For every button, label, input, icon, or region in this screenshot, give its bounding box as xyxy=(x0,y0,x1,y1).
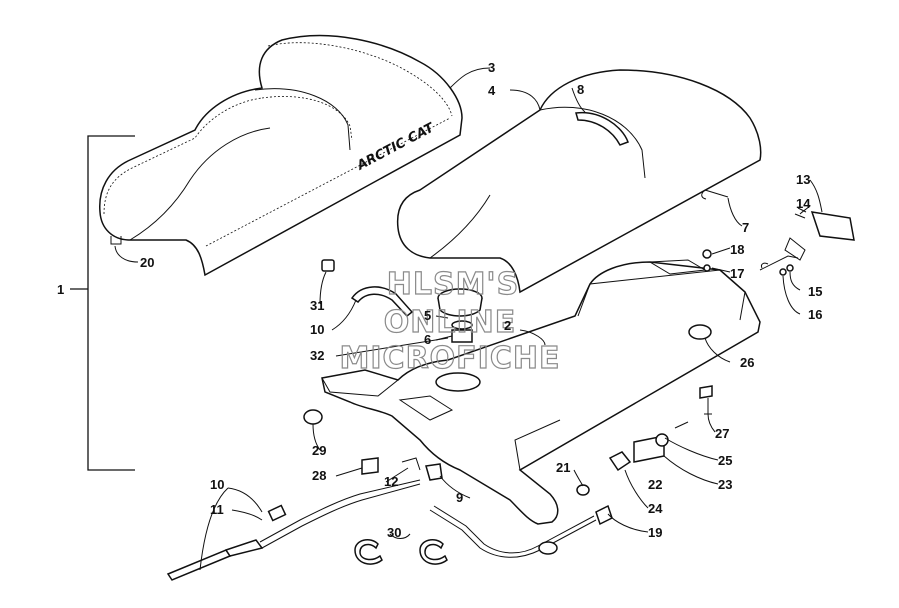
grommet xyxy=(576,484,590,496)
watermark-line-1: HLSM'S xyxy=(387,267,519,302)
callout-10-lower: 10 xyxy=(210,477,224,492)
seat-clip xyxy=(110,236,122,245)
callout-32: 32 xyxy=(310,348,324,363)
callout-18: 18 xyxy=(730,242,744,257)
callout-4: 4 xyxy=(488,83,496,98)
fuel-cable xyxy=(429,504,613,558)
callout-3: 3 xyxy=(488,60,495,75)
seat-cover: ARCTIC CAT xyxy=(99,34,463,277)
callout-25: 25 xyxy=(718,453,732,468)
fuel-line xyxy=(166,479,421,581)
callout-2: 2 xyxy=(504,318,511,333)
bracket-parts xyxy=(608,421,689,472)
callout-26: 26 xyxy=(740,355,754,370)
watermark-line-2: ONLINE xyxy=(384,305,517,340)
assembly-bracket xyxy=(70,135,135,471)
seat-hook xyxy=(701,189,729,200)
callout-13: 13 xyxy=(796,172,810,187)
callout-20: 20 xyxy=(140,255,154,270)
hose-clip xyxy=(321,259,335,272)
left-hardware xyxy=(303,409,443,481)
washer-right xyxy=(699,385,713,399)
callout-19: 19 xyxy=(648,525,662,540)
callout-1: 1 xyxy=(57,282,64,297)
hose-clamps xyxy=(354,539,448,565)
callout-8: 8 xyxy=(577,82,584,97)
callout-12: 12 xyxy=(384,474,398,489)
vent-hose xyxy=(350,286,414,318)
callout-23: 23 xyxy=(718,477,732,492)
callout-22: 22 xyxy=(648,477,662,492)
bolt-27 xyxy=(704,398,712,415)
fuel-cap xyxy=(437,288,483,343)
seat-strap xyxy=(575,111,629,146)
callout-24: 24 xyxy=(648,501,663,516)
callout-28: 28 xyxy=(312,468,326,483)
callout-14: 14 xyxy=(796,196,811,211)
callout-17: 17 xyxy=(730,266,744,281)
callout-7: 7 xyxy=(742,220,749,235)
watermark-line-3: MICROFICHE xyxy=(340,341,561,376)
callout-9: 9 xyxy=(456,490,463,505)
callout-labels: 1 2 3 4 5 6 7 8 9 10 10 11 12 13 14 15 1… xyxy=(57,60,822,540)
callout-29: 29 xyxy=(312,443,326,458)
hardware-right xyxy=(702,207,855,276)
callout-5: 5 xyxy=(424,308,431,323)
callout-11: 11 xyxy=(210,502,224,517)
callout-6: 6 xyxy=(424,332,431,347)
callout-15: 15 xyxy=(808,284,822,299)
callout-10-upper: 10 xyxy=(310,322,324,337)
leader-lines xyxy=(114,67,823,571)
callout-30: 30 xyxy=(387,525,401,540)
callout-16: 16 xyxy=(808,307,822,322)
callout-21: 21 xyxy=(556,460,570,475)
callout-27: 27 xyxy=(715,426,729,441)
watermark: HLSM'S ONLINE MICROFICHE xyxy=(339,266,561,376)
fuel-gauge xyxy=(688,324,712,340)
callout-31: 31 xyxy=(310,298,324,313)
